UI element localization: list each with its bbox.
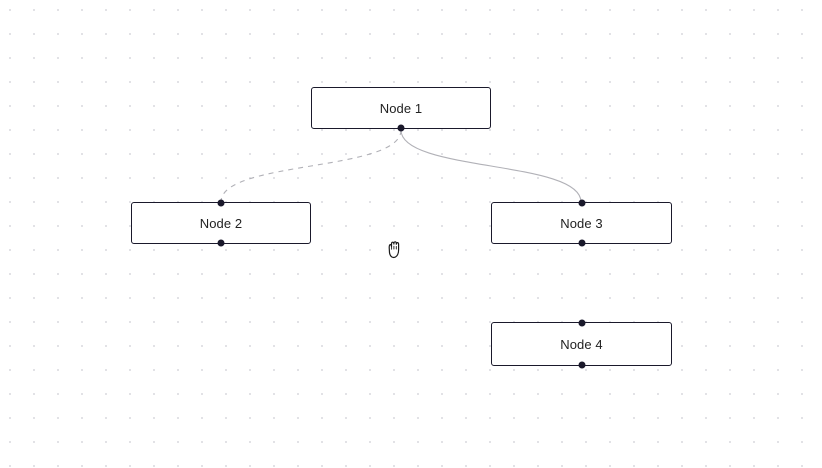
- handle-top-node-4[interactable]: [578, 319, 585, 327]
- edge-node1-node3: [400, 129, 582, 203]
- node-label: Node 1: [379, 100, 423, 116]
- handle-bottom-node-2[interactable]: [217, 239, 225, 247]
- node-label: Node 4: [560, 336, 603, 352]
- node-node-1[interactable]: Node 1: [311, 87, 491, 132]
- node-label: Node 2: [199, 215, 243, 231]
- handle-top-node-2[interactable]: [217, 199, 225, 207]
- handle-bottom-node-1[interactable]: [397, 124, 405, 132]
- grabbing-hand-cursor: [388, 241, 400, 259]
- node-label: Node 3: [560, 215, 603, 231]
- edge-node1-node2: [220, 129, 402, 203]
- node-node-2[interactable]: Node 2: [131, 199, 311, 247]
- handle-bottom-node-4[interactable]: [578, 361, 585, 369]
- handle-top-node-3[interactable]: [578, 199, 585, 207]
- node-node-4[interactable]: Node 4: [491, 319, 672, 369]
- handle-bottom-node-3[interactable]: [578, 239, 585, 247]
- node-node-3[interactable]: Node 3: [491, 199, 672, 247]
